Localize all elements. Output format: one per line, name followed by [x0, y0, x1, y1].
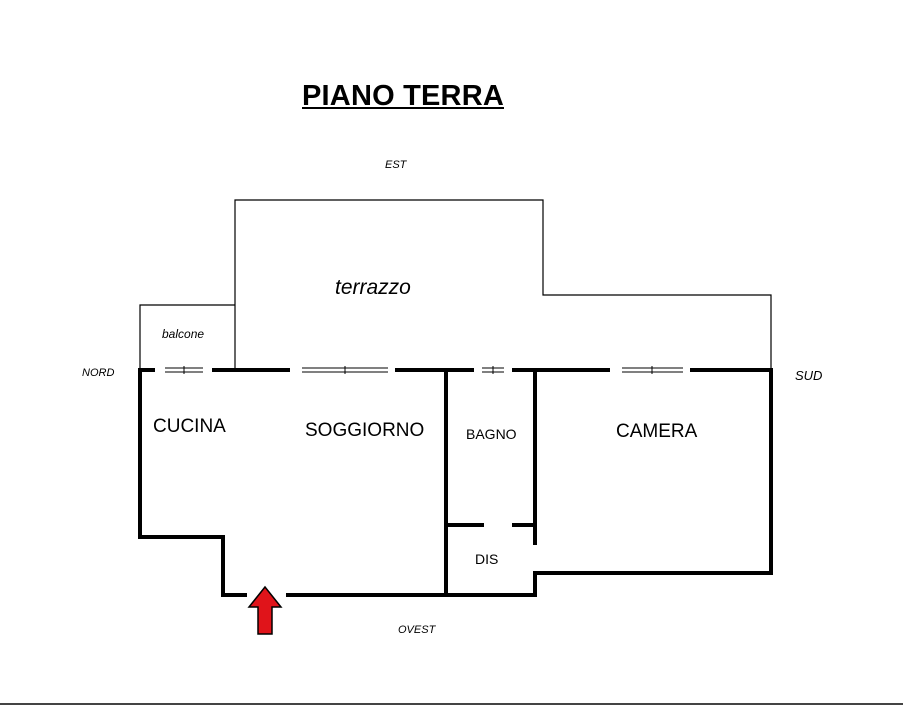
room-label-bathroom: BAGNO: [466, 426, 517, 442]
red-arrow-up-icon: [247, 585, 283, 635]
window-living: [302, 366, 388, 374]
window-bedroom: [622, 366, 683, 374]
room-label-living: SOGGIORNO: [305, 420, 425, 441]
terrace-outline: [234, 199, 772, 368]
balcony-outline: [139, 304, 235, 368]
interior-walls: [444, 370, 537, 595]
room-label-kitchen: CUCINA: [153, 416, 226, 437]
direction-north: NORD: [82, 367, 115, 379]
window-kitchen: [165, 366, 203, 374]
room-label-bedroom: CAMERA: [616, 421, 698, 442]
page-title: PIANO TERRA: [302, 80, 504, 112]
direction-east: EST: [385, 159, 407, 171]
room-label-balcony: balcone: [162, 327, 205, 341]
outer-walls: [138, 368, 773, 597]
bottom-divider: [0, 703, 903, 705]
direction-west: OVEST: [398, 624, 436, 636]
window-bathroom: [482, 366, 504, 374]
room-label-hallway: DIS: [475, 551, 499, 567]
direction-south: SUD: [795, 368, 823, 383]
room-label-terrace: terrazzo: [335, 276, 411, 299]
